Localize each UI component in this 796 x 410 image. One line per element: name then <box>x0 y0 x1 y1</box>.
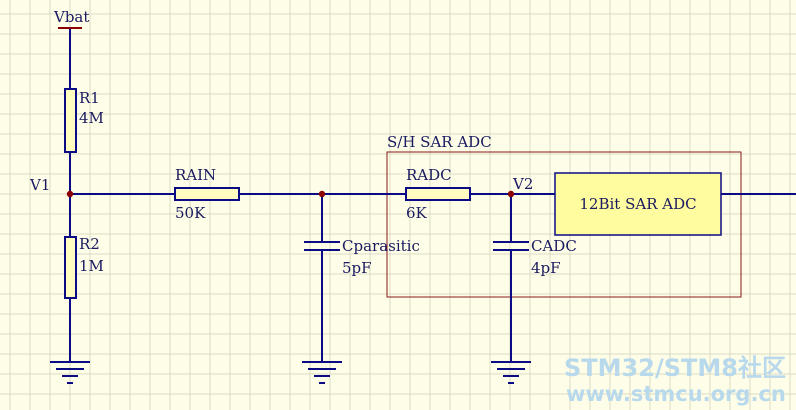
r1-designator: R1 <box>79 89 100 107</box>
r2-resistor-body <box>64 236 77 299</box>
v2-label: V2 <box>512 175 533 193</box>
sar-adc-block <box>554 172 722 236</box>
r1-value: 4M <box>79 109 104 127</box>
ground-symbol-cparasitic <box>302 361 342 384</box>
r2-designator: R2 <box>79 235 100 253</box>
watermark-line2: www.stmcu.org.cn <box>566 382 786 406</box>
radc-value: 6K <box>406 204 428 222</box>
sar-adc-group-box <box>386 151 742 298</box>
v1-label: V1 <box>29 176 50 194</box>
radc-resistor-body <box>405 187 471 201</box>
rain-value: 50K <box>175 204 206 222</box>
ground-symbol-cadc <box>491 361 531 384</box>
watermark-line1: STM32/STM8社区 <box>564 354 786 382</box>
r1-resistor-body <box>64 88 77 153</box>
cparasitic-value: 5pF <box>342 259 372 277</box>
cadc-value: 4pF <box>531 259 561 277</box>
sar-adc-block-label: 12Bit SAR ADC <box>579 195 696 213</box>
cadc-designator: CADC <box>531 237 577 255</box>
cadc-capacitor-symbol <box>493 241 529 251</box>
rain-designator: RAIN <box>175 166 216 184</box>
cparasitic-junction <box>318 190 326 198</box>
ground-symbol-r2 <box>50 361 90 384</box>
rain-resistor-body <box>174 187 240 201</box>
v2-junction <box>507 190 515 198</box>
vbat-label: Vbat <box>53 8 89 26</box>
v1-junction <box>66 190 74 198</box>
radc-designator: RADC <box>406 166 452 184</box>
cparasitic-designator: Cparasitic <box>342 237 420 255</box>
cparasitic-capacitor-symbol <box>304 241 340 251</box>
junctions <box>66 190 515 198</box>
r2-value: 1M <box>79 257 104 275</box>
sar-adc-group-title: S/H SAR ADC <box>387 133 492 151</box>
